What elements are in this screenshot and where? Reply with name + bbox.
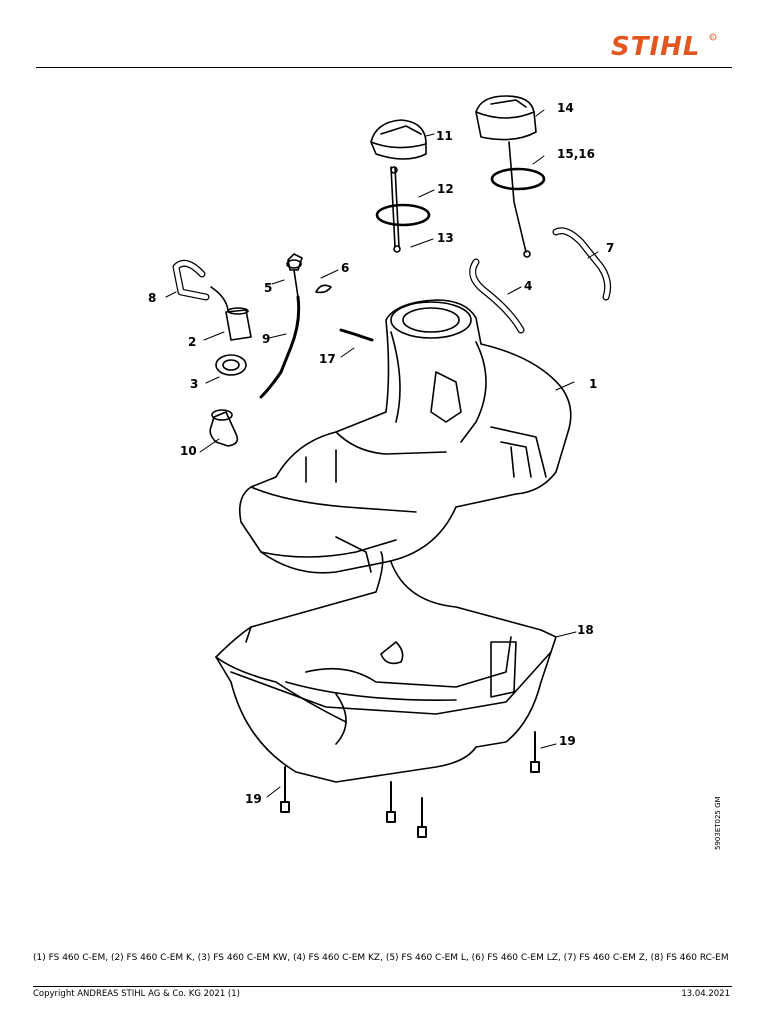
- callout-8: 8: [148, 291, 156, 305]
- callout-19-right: 19: [559, 734, 576, 748]
- callout-11: 11: [436, 129, 453, 143]
- tank-cap-14: [475, 95, 537, 258]
- drawing-code: 5903ET025 GM: [714, 796, 722, 850]
- o-ring-15-16: [490, 167, 546, 191]
- callout-14: 14: [557, 101, 574, 115]
- pickup-body: [210, 286, 252, 341]
- screws-19: [280, 731, 540, 838]
- svg-text:R: R: [711, 35, 714, 40]
- fuel-hose: [259, 259, 302, 399]
- callout-1: 1: [589, 377, 597, 391]
- stihl-logo: STIHL R: [611, 32, 717, 62]
- vent-valve: [287, 253, 303, 271]
- callout-3: 3: [190, 377, 198, 391]
- footer-divider: [33, 986, 732, 987]
- header-divider: [36, 67, 732, 68]
- models-note: (1) FS 460 C-EM, (2) FS 460 C-EM K, (3) …: [33, 953, 729, 963]
- copyright-text: Copyright ANDREAS STIHL AG & Co. KG 2021…: [33, 989, 240, 999]
- callout-18: 18: [577, 623, 594, 637]
- callout-4: 4: [524, 279, 532, 293]
- callout-6: 6: [341, 261, 349, 275]
- tank-cap: [370, 119, 427, 253]
- document-date: 13.04.2021: [681, 989, 730, 999]
- callout-9: 9: [262, 332, 270, 346]
- exploded-parts-drawing: 1 2 3 4 5 6 7 8 9 10 11 12 13 14 15,16 1…: [148, 95, 614, 838]
- callout-10: 10: [180, 444, 197, 458]
- callout-12: 12: [437, 182, 454, 196]
- grommet: [215, 354, 247, 376]
- svg-text:STIHL: STIHL: [611, 32, 700, 62]
- screw-17: [339, 328, 374, 342]
- callout-7: 7: [606, 241, 614, 255]
- callout-19-left: 19: [245, 792, 262, 806]
- fuel-tank: [238, 299, 572, 574]
- callout-17: 17: [319, 352, 336, 366]
- callout-15-16: 15,16: [557, 147, 595, 161]
- callout-2: 2: [188, 335, 196, 349]
- callout-13: 13: [437, 231, 454, 245]
- o-ring-12: [375, 203, 431, 227]
- lower-shroud: [215, 551, 557, 783]
- callout-5: 5: [264, 281, 272, 295]
- fuel-filter: [209, 409, 239, 447]
